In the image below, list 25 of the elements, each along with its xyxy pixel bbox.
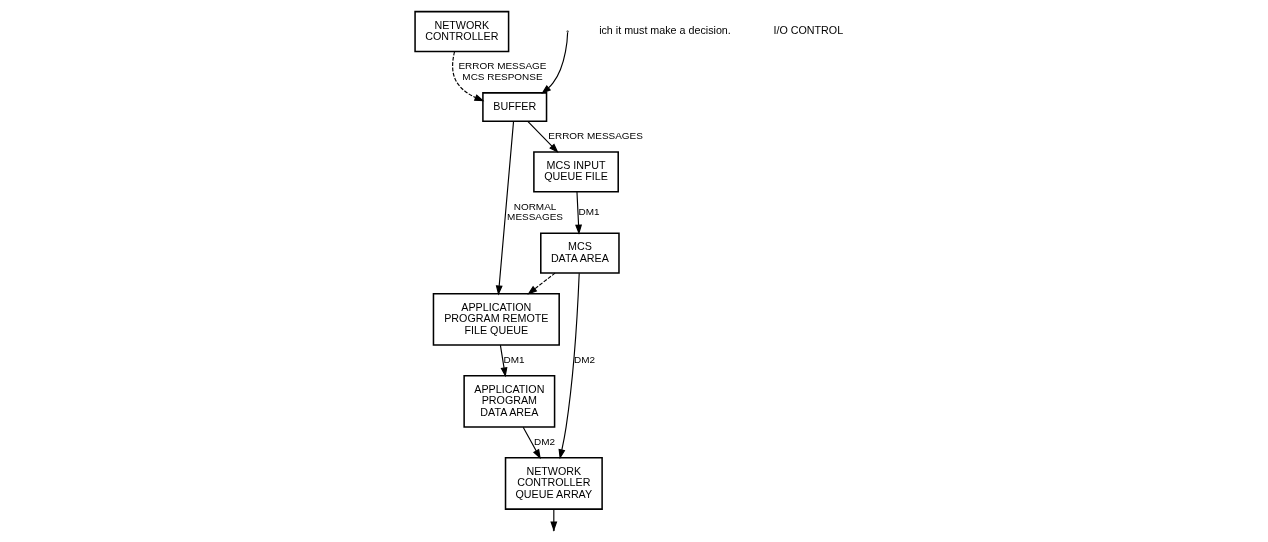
edge-label: NORMAL MESSAGES	[506, 200, 563, 223]
node-box: BUFFER	[481, 92, 547, 122]
arrow	[526, 120, 559, 154]
edge-label: DM1	[578, 206, 600, 218]
edge-label: DM2	[533, 436, 555, 448]
node-box: MCS INPUT QUEUE FILE	[532, 151, 619, 193]
node-box: NETWORK CONTROLLER QUEUE ARRAY	[504, 457, 603, 510]
arrow	[526, 272, 556, 295]
arrow	[499, 344, 507, 378]
arrow	[522, 426, 541, 460]
node-box: NETWORK CONTROLLER	[413, 10, 509, 53]
node-box: MCS DATA AREA	[539, 232, 620, 274]
arrow	[558, 272, 580, 460]
label: ich it must make a decision.	[598, 24, 731, 37]
arrow	[574, 191, 582, 235]
label: I/O CONTROL	[772, 24, 843, 37]
node-box: APPLICATION PROGRAM REMOTE FILE QUEUE	[432, 292, 560, 346]
edge-label: ERROR MESSAGE MCS RESPONSE	[457, 60, 546, 83]
arrow	[540, 31, 568, 94]
node-box: APPLICATION PROGRAM DATA AREA	[462, 375, 555, 428]
arrow	[495, 120, 514, 296]
edge-label: DM1	[502, 354, 524, 366]
edge-label: ERROR MESSAGES	[547, 130, 643, 142]
arrow	[451, 51, 484, 102]
edge-label: DM2	[573, 354, 595, 366]
